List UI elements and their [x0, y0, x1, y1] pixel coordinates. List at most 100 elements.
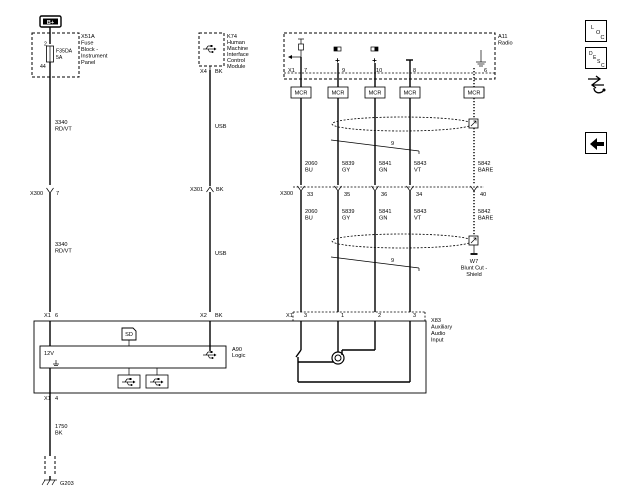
shield-upper: 9 [330, 116, 479, 154]
diagram-label: 5A [56, 55, 63, 61]
diagram-label: 3340 [55, 242, 67, 248]
diagram-label: RD/VT [55, 249, 72, 255]
diagram-label: GN [379, 168, 387, 174]
diagram-label: GN [379, 216, 387, 222]
diagram-label: BK [55, 431, 63, 437]
diagram-label: BARE [478, 216, 494, 222]
diagram-label: MCR [468, 91, 481, 97]
diagram-label: Logic [232, 353, 246, 359]
diagram-label: + [335, 56, 340, 65]
shield-lower: 9 [330, 233, 479, 271]
diagram-label: Control [227, 58, 245, 64]
diagram-label: K74 [227, 34, 237, 40]
diagram-label: BARE [478, 168, 494, 174]
ground-icon-radio [476, 50, 486, 67]
diagram-label: 36 [381, 192, 387, 198]
diagram-label: MCR [332, 91, 345, 97]
diagram-label: W7 [470, 259, 478, 265]
diagram-label: 9 [342, 68, 345, 74]
diagram-label: GY [342, 168, 350, 174]
diagram-label: X2 [200, 313, 207, 319]
mcr-boxes: MCR MCR MCR MCR MCR [290, 86, 485, 99]
diagram-label: Blunt Cut - [461, 266, 488, 272]
diagram-label: X4 [200, 69, 207, 75]
usb-port-1 [117, 374, 141, 389]
diagram-label: 9 [391, 141, 394, 147]
desc-button[interactable]: D E S C [585, 47, 607, 69]
diagram-label: X83 [431, 318, 441, 324]
loc-button[interactable]: L O C [585, 20, 607, 42]
diagram-label: 12V [44, 351, 54, 357]
diagram-label: 3 [304, 313, 307, 319]
diagram-label: BK [215, 313, 223, 319]
blunt-cut-shield: W7 Blunt Cut - Shield [461, 245, 488, 278]
diagram-label: 7 [304, 68, 307, 74]
radio-module: A11 Radio + + X1 7 9 10 [283, 32, 513, 80]
diagram-label: Human [227, 40, 245, 46]
diagram-label: Fuse [81, 41, 93, 47]
diagram-label: X1 [44, 313, 51, 319]
diagram-label: Panel [81, 60, 95, 66]
diagram-label: 34 [416, 192, 422, 198]
diagram-label: A90 [232, 347, 242, 353]
diagram-label: USB [215, 124, 227, 130]
diagram-label: 2060 [305, 161, 317, 167]
diagram-label: X1 [286, 313, 293, 319]
diagram-label: X300 [280, 191, 293, 197]
diagram-label: Auxiliary [431, 325, 452, 331]
diagram-label: BU [305, 216, 313, 222]
diagram-label: MCR [369, 91, 382, 97]
diagram-label: 9 [391, 258, 394, 264]
diagram-label: 8 [413, 68, 416, 74]
diagram-label: GY [342, 216, 350, 222]
diagram-label: 40 [480, 192, 486, 198]
diagram-label: USB [215, 251, 227, 257]
diagram-label: VT [414, 216, 422, 222]
svg-text:L: L [591, 25, 594, 31]
diagram-label: 5839 [342, 209, 354, 215]
diagram-label: 5839 [342, 161, 354, 167]
diagram-label: 4 [55, 396, 58, 402]
diagram-label: Module [227, 64, 245, 70]
connector-view-icon[interactable] [584, 73, 608, 95]
diagram-label: 1 [341, 313, 344, 319]
diagram-label: 5843 [414, 209, 426, 215]
diagram-label: A11 [498, 34, 508, 40]
diagram-label: X300 [30, 191, 43, 197]
diagram-label: 2 [378, 313, 381, 319]
diagram-label: 1750 [55, 424, 67, 430]
back-button[interactable] [585, 132, 607, 154]
diagram-label: 5842 [478, 209, 490, 215]
diagram-label: BK [216, 187, 224, 193]
diagram-label: Shield [466, 272, 482, 278]
arrow-left-icon [590, 138, 604, 150]
diagram-label: 2 [44, 42, 47, 48]
diagram-label: VT [414, 168, 422, 174]
battery-power-label: B+ [39, 15, 62, 28]
diagram-label: B+ [47, 20, 54, 26]
inline-connector-x300-left: X300 7 [30, 187, 59, 197]
diagram-label: 2060 [305, 209, 317, 215]
hmi-control-module: K74 Human Machine Interface Control Modu… [198, 32, 249, 75]
fuse-block: 2 F35DA 5A 44 X51A Fuse Block - Instrume… [31, 32, 108, 78]
diagram-label: X1 [44, 396, 51, 402]
diagram-label: 5841 [379, 209, 391, 215]
svg-text:E: E [593, 55, 597, 61]
diagram-label: 10 [376, 68, 382, 74]
diagram-label: BK [215, 69, 223, 75]
diagram-label: + [372, 56, 377, 65]
diagram-label: MCR [404, 91, 417, 97]
svg-text:S: S [597, 59, 601, 65]
channel-icons: + + [333, 46, 413, 65]
aux-audio-input-assembly: X1 6 X2 BK X1 3 1 2 3 X83 Auxiliary Audi… [33, 311, 452, 402]
diagram-label: 7 [56, 191, 59, 197]
diagram-label: Instrument [81, 54, 108, 60]
inline-connector-x300-right: X300 33 35 36 34 40 [280, 185, 486, 198]
diagram-label: 5843 [414, 161, 426, 167]
diagram-label: SD [125, 332, 133, 338]
diagram-label: BU [305, 168, 313, 174]
diagram-label: Interface [227, 52, 249, 58]
diagram-label: 33 [307, 192, 313, 198]
usb-port-2 [145, 374, 169, 389]
